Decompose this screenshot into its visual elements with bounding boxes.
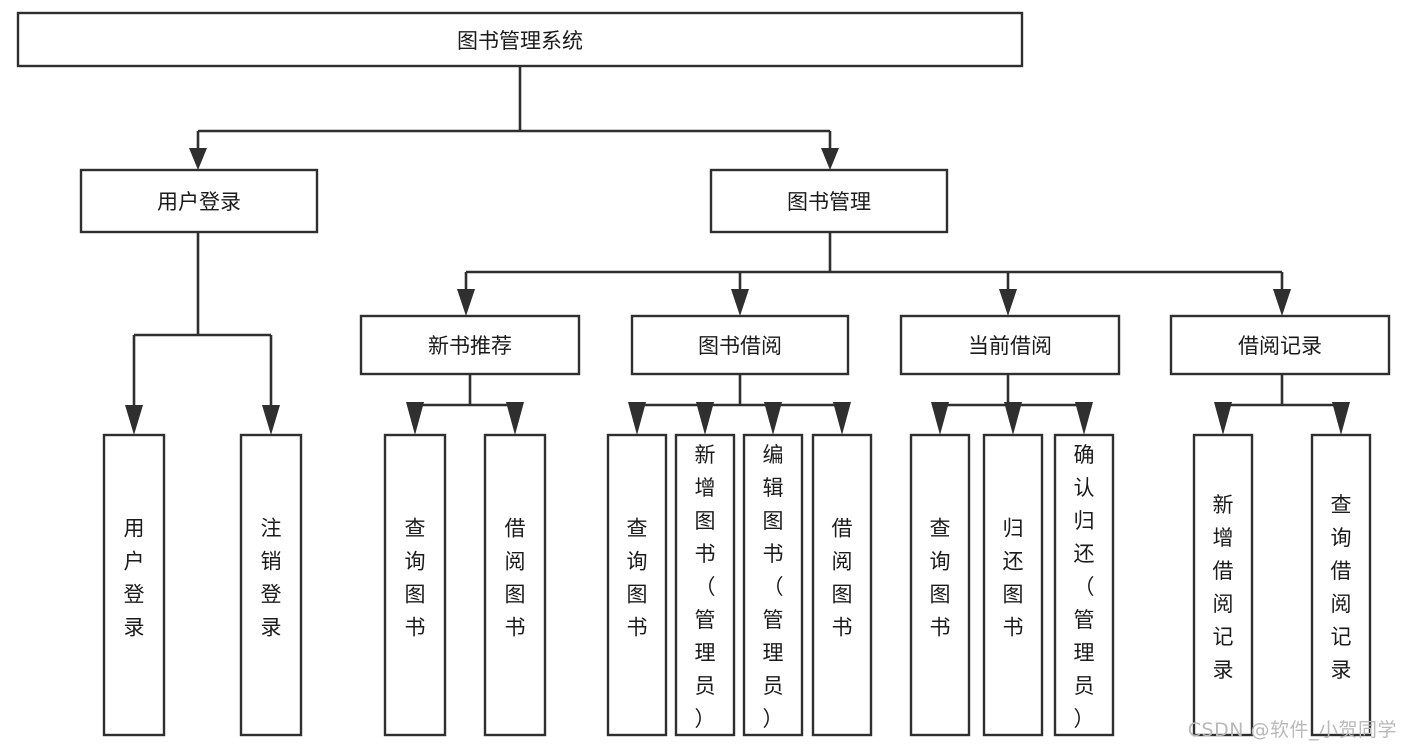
node-leaf-logout-label: 注销登录 bbox=[261, 517, 282, 640]
node-book-manage-box[interactable] bbox=[709, 168, 949, 234]
node-leaf-edit-book-admin-label: 编辑图书（管理员） bbox=[763, 443, 784, 731]
node-root-box[interactable] bbox=[16, 11, 1024, 68]
node-book-manage-label: 图书管理 bbox=[787, 190, 871, 214]
arrowhead-leaf-borrow-book-rec bbox=[506, 402, 524, 435]
arrowhead-leaf-add-book-admin bbox=[696, 402, 714, 435]
node-leaf-query-borrow-record-label: 查询借阅记录 bbox=[1331, 493, 1352, 682]
node-leaf-query-book-borrow[interactable]: 查询图书 bbox=[606, 433, 668, 737]
node-borrow-record-label: 借阅记录 bbox=[1238, 334, 1322, 358]
node-borrow-record[interactable]: 借阅记录 bbox=[1169, 314, 1391, 376]
node-leaf-confirm-return-admin-box[interactable] bbox=[1053, 433, 1115, 737]
node-leaf-borrow-book[interactable]: 借阅图书 bbox=[811, 433, 873, 737]
node-leaf-edit-book-admin-box[interactable] bbox=[742, 433, 804, 737]
arrowhead-current-borrow bbox=[999, 289, 1017, 316]
node-leaf-add-book-admin-box[interactable] bbox=[674, 433, 736, 737]
node-leaf-return-book-box[interactable] bbox=[982, 433, 1044, 737]
node-new-book-recommend[interactable]: 新书推荐 bbox=[359, 314, 581, 376]
node-leaf-borrow-book-rec-box[interactable] bbox=[483, 433, 547, 737]
node-new-book-recommend-label: 新书推荐 bbox=[428, 334, 512, 358]
node-leaf-confirm-return-admin[interactable]: 确认归还（管理员） bbox=[1053, 433, 1115, 737]
node-leaf-add-book-admin-label: 新增图书（管理员） bbox=[695, 443, 716, 731]
node-leaf-borrow-book-rec[interactable]: 借阅图书 bbox=[483, 433, 547, 737]
arrowhead-new-book-recommend bbox=[457, 289, 475, 316]
arrowhead-book-borrow bbox=[731, 289, 749, 316]
node-leaf-return-book-label: 归还图书 bbox=[1003, 517, 1024, 640]
node-root[interactable]: 图书管理系统 bbox=[16, 11, 1024, 68]
node-leaf-user-login-box[interactable] bbox=[102, 433, 166, 737]
connector-layer bbox=[125, 66, 1350, 435]
arrowhead-leaf-edit-book-admin bbox=[764, 402, 782, 435]
arrowhead-leaf-query-book-cur bbox=[931, 402, 949, 435]
arrowhead-leaf-return-book bbox=[1004, 402, 1022, 435]
arrowhead-leaf-borrow-book bbox=[833, 402, 851, 435]
arrowhead-leaf-confirm-return-admin bbox=[1075, 402, 1093, 435]
node-user-login-box[interactable] bbox=[79, 168, 319, 234]
node-leaf-query-book-borrow-label: 查询图书 bbox=[627, 517, 648, 640]
arrowhead-user-login bbox=[189, 148, 207, 170]
arrowhead-leaf-query-book-borrow bbox=[628, 402, 646, 435]
node-leaf-query-book-rec-label: 查询图书 bbox=[405, 517, 426, 640]
node-current-borrow-label: 当前借阅 bbox=[968, 334, 1052, 358]
node-leaf-logout-box[interactable] bbox=[239, 433, 303, 737]
node-leaf-query-book-borrow-box[interactable] bbox=[606, 433, 668, 737]
node-leaf-return-book[interactable]: 归还图书 bbox=[982, 433, 1044, 737]
node-leaf-edit-book-admin[interactable]: 编辑图书（管理员） bbox=[742, 433, 804, 737]
node-borrow-record-box[interactable] bbox=[1169, 314, 1391, 376]
node-leaf-confirm-return-admin-label: 确认归还（管理员） bbox=[1074, 443, 1095, 731]
node-leaf-add-borrow-record-label: 新增借阅记录 bbox=[1213, 493, 1234, 682]
node-leaf-borrow-book-rec-label: 借阅图书 bbox=[505, 517, 526, 640]
node-leaf-query-book-rec[interactable]: 查询图书 bbox=[383, 433, 447, 737]
node-user-login-label: 用户登录 bbox=[157, 190, 241, 214]
node-book-borrow[interactable]: 图书借阅 bbox=[630, 314, 850, 376]
arrowhead-leaf-add-borrow-record bbox=[1214, 402, 1232, 435]
node-leaf-logout[interactable]: 注销登录 bbox=[239, 433, 303, 737]
node-current-borrow-box[interactable] bbox=[899, 314, 1121, 376]
node-leaf-query-book-cur[interactable]: 查询图书 bbox=[909, 433, 971, 737]
arrowhead-leaf-user-login bbox=[125, 405, 143, 435]
node-current-borrow[interactable]: 当前借阅 bbox=[899, 314, 1121, 376]
arrowhead-leaf-query-borrow-record bbox=[1332, 402, 1350, 435]
node-leaf-user-login[interactable]: 用户登录 bbox=[102, 433, 166, 737]
node-book-manage[interactable]: 图书管理 bbox=[709, 168, 949, 234]
node-leaf-borrow-book-label: 借阅图书 bbox=[832, 517, 853, 640]
node-leaf-user-login-label: 用户登录 bbox=[124, 517, 145, 640]
node-leaf-query-book-rec-box[interactable] bbox=[383, 433, 447, 737]
node-leaf-query-borrow-record[interactable]: 查询借阅记录 bbox=[1310, 433, 1372, 737]
node-book-borrow-label: 图书借阅 bbox=[698, 334, 782, 358]
arrowhead-borrow-record bbox=[1273, 289, 1291, 316]
arrowhead-leaf-query-book-rec bbox=[406, 402, 424, 435]
node-user-login[interactable]: 用户登录 bbox=[79, 168, 319, 234]
node-leaf-add-borrow-record[interactable]: 新增借阅记录 bbox=[1192, 433, 1254, 737]
node-root-label: 图书管理系统 bbox=[457, 29, 583, 53]
arrowhead-leaf-logout bbox=[262, 405, 280, 435]
node-leaf-borrow-book-box[interactable] bbox=[811, 433, 873, 737]
node-book-borrow-box[interactable] bbox=[630, 314, 850, 376]
arrowhead-book-manage bbox=[821, 148, 839, 170]
node-leaf-add-borrow-record-box[interactable] bbox=[1192, 433, 1254, 737]
node-leaf-add-book-admin[interactable]: 新增图书（管理员） bbox=[674, 433, 736, 737]
node-leaf-query-book-cur-label: 查询图书 bbox=[930, 517, 951, 640]
node-leaf-query-book-cur-box[interactable] bbox=[909, 433, 971, 737]
node-new-book-recommend-box[interactable] bbox=[359, 314, 581, 376]
node-leaf-query-borrow-record-box[interactable] bbox=[1310, 433, 1372, 737]
